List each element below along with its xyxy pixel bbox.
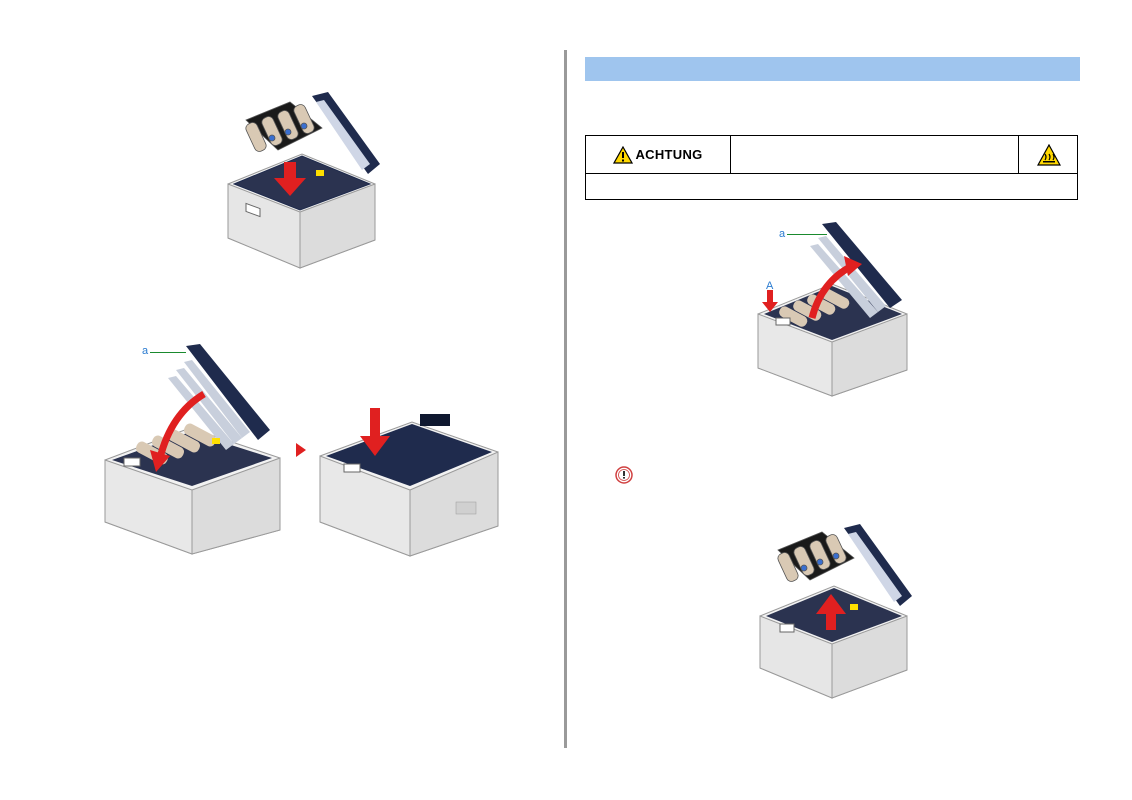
warning-triangle-icon: [613, 145, 634, 164]
caution-icon-cell: [1019, 136, 1079, 173]
callout-line: [150, 352, 186, 353]
page-divider: [564, 50, 567, 748]
open-cover-figure: [757, 222, 908, 397]
remove-drums-figure: [759, 524, 912, 699]
next-step-arrow-icon: [296, 443, 306, 457]
hot-surface-icon: [1037, 143, 1061, 166]
close-cover-figure: [104, 344, 281, 555]
callout-label-a: a: [779, 228, 786, 240]
caution-label: ACHTUNG: [635, 147, 703, 162]
notice-icon: [615, 466, 633, 484]
section-heading-bar: [585, 57, 1080, 81]
caution-label-cell: ACHTUNG: [586, 136, 731, 173]
closed-printer-figure: [319, 408, 499, 557]
caution-description-cell: [731, 136, 1019, 173]
callout-label-A: A: [766, 280, 774, 292]
caution-table: ACHTUNG: [585, 135, 1078, 200]
callout-line: [787, 234, 827, 235]
callout-label-a: a: [142, 345, 149, 357]
install-drums-figure: [227, 92, 380, 269]
caution-header-row: ACHTUNG: [586, 136, 1077, 174]
